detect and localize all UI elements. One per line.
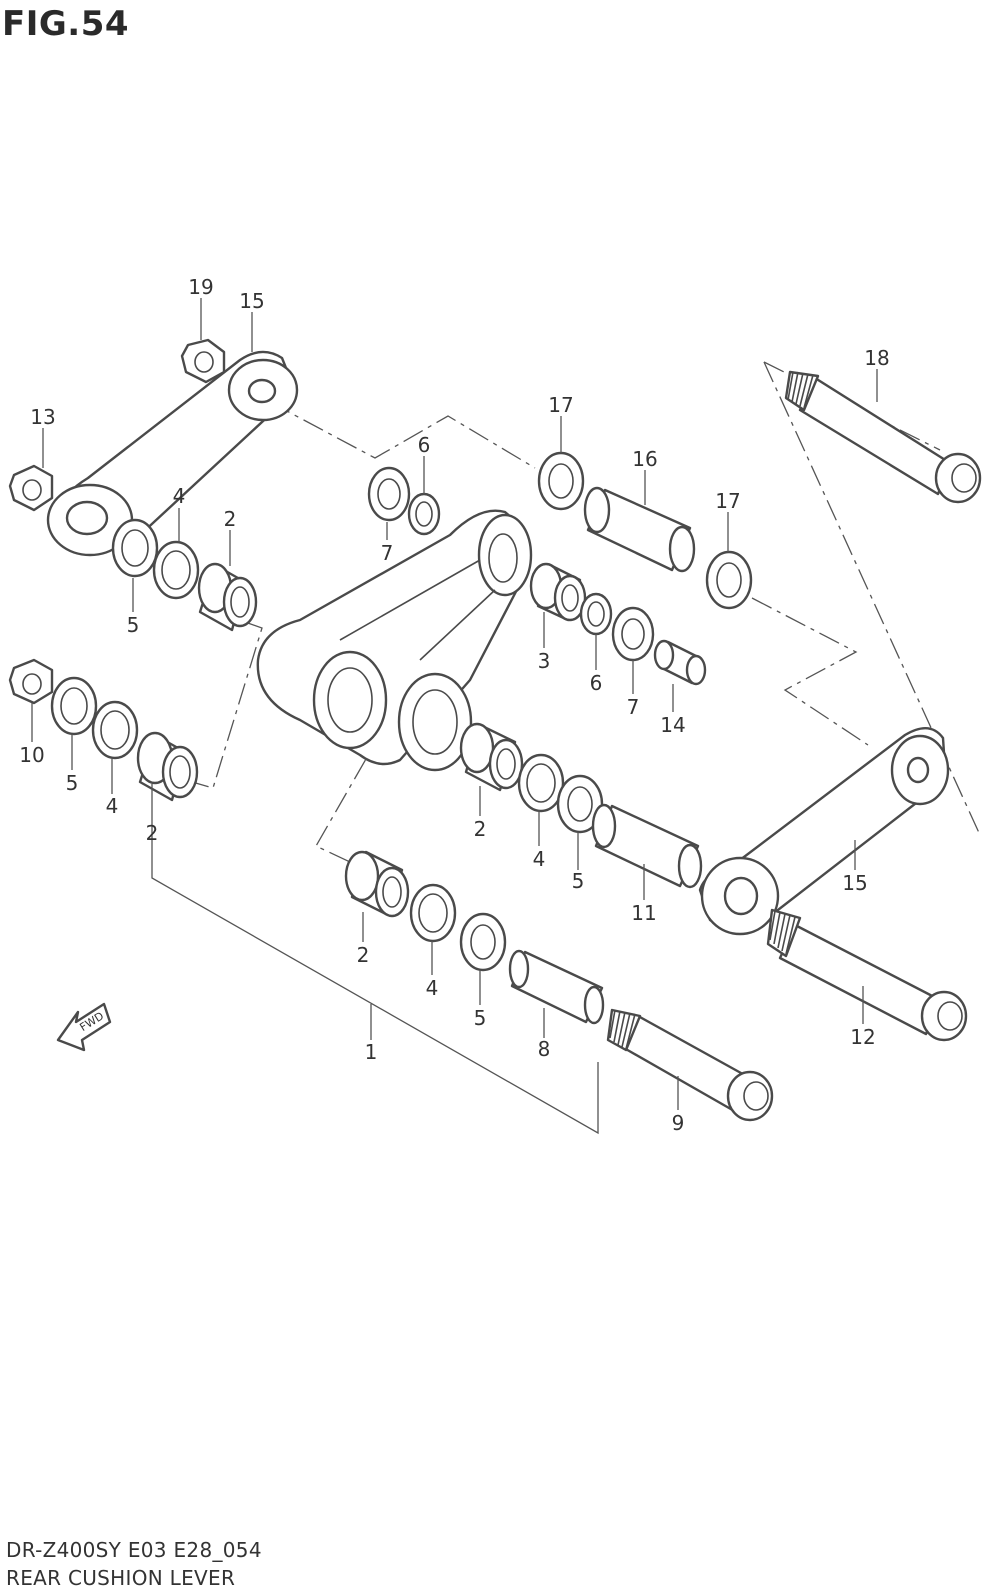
seal-4-lower[interactable] (409, 883, 457, 943)
callout-7-top: 7 (381, 541, 394, 565)
nut-19[interactable] (180, 338, 226, 384)
callout-labels: 19 15 13 4 2 5 6 7 17 16 17 18 3 6 7 14 … (19, 275, 889, 1135)
bearing-2-centre[interactable] (459, 722, 524, 792)
collar-8[interactable] (508, 949, 605, 1025)
bearing-2-lower-left[interactable] (136, 731, 199, 802)
collar-11[interactable] (591, 803, 703, 889)
fwd-arrow-icon: FWD (56, 1002, 112, 1052)
washer-5-upper-left[interactable] (111, 518, 159, 578)
washer-7-top[interactable] (367, 466, 411, 522)
bearing-2-upper-left[interactable] (197, 562, 258, 632)
callout-2-lower: 2 (357, 943, 370, 967)
cushion-lever-1[interactable] (256, 509, 533, 772)
callout-19: 19 (188, 275, 213, 299)
callout-12: 12 (850, 1025, 875, 1049)
callout-5-centre: 5 (572, 869, 585, 893)
callout-11: 11 (631, 901, 656, 925)
collar-16[interactable] (583, 486, 696, 573)
callout-4-lower-left: 4 (106, 794, 119, 818)
washer-17-upper[interactable] (537, 451, 585, 511)
callout-4-lower: 4 (426, 976, 439, 1000)
callout-8: 8 (538, 1037, 551, 1061)
figure-name: REAR CUSHION LEVER (6, 1566, 236, 1590)
callout-7-right: 7 (627, 695, 640, 719)
callout-14: 14 (660, 713, 685, 737)
washer-5-lower[interactable] (459, 912, 507, 972)
callout-17-upper: 17 (548, 393, 573, 417)
callout-10: 10 (19, 743, 44, 767)
nut-10[interactable] (8, 658, 54, 705)
callout-13: 13 (30, 405, 55, 429)
callout-2-lower-left: 2 (146, 821, 159, 845)
callout-2-centre: 2 (474, 817, 487, 841)
seal-6-right[interactable] (579, 592, 613, 636)
callout-1: 1 (365, 1040, 378, 1064)
callout-17-lower: 17 (715, 489, 740, 513)
seal-4-upper-left[interactable] (152, 540, 200, 600)
nut-13[interactable] (8, 464, 54, 512)
callout-4-centre: 4 (533, 847, 546, 871)
callout-15-lower: 15 (842, 871, 867, 895)
callout-5-lower: 5 (474, 1006, 487, 1030)
callout-16: 16 (632, 447, 657, 471)
callout-2-upper-left: 2 (224, 507, 237, 531)
model-code: DR-Z400SY E03 E28_054 (6, 1538, 262, 1562)
washer-17-lower[interactable] (705, 550, 753, 610)
callout-18: 18 (864, 346, 889, 370)
figure-title: FIG.54 (2, 4, 130, 44)
callout-leaders (31, 298, 878, 1110)
seal-6-top[interactable] (407, 492, 441, 536)
callout-5-upper-left: 5 (127, 613, 140, 637)
callout-6-top: 6 (418, 433, 431, 457)
bolt-18[interactable] (784, 370, 982, 504)
washer-7-right[interactable] (611, 606, 655, 662)
seal-4-lower-left[interactable] (91, 700, 139, 760)
callout-5-lower-left: 5 (66, 771, 79, 795)
washer-5-centre[interactable] (556, 774, 604, 834)
washer-5-lower-left[interactable] (50, 676, 98, 736)
seal-4-centre[interactable] (517, 753, 565, 813)
bolt-12[interactable] (766, 908, 968, 1042)
callout-6-right: 6 (590, 671, 603, 695)
bearing-3[interactable] (529, 562, 587, 622)
callout-15-upper: 15 (239, 289, 264, 313)
callout-3: 3 (538, 649, 551, 673)
tie-rod-lower[interactable] (698, 727, 950, 936)
callout-9: 9 (672, 1111, 685, 1135)
callout-4-upper-left: 4 (173, 484, 186, 508)
bearing-2-lower[interactable] (344, 850, 410, 918)
bolt-9[interactable] (606, 1008, 774, 1122)
tie-rod-upper[interactable] (46, 350, 299, 557)
spacer-14[interactable] (653, 639, 707, 686)
